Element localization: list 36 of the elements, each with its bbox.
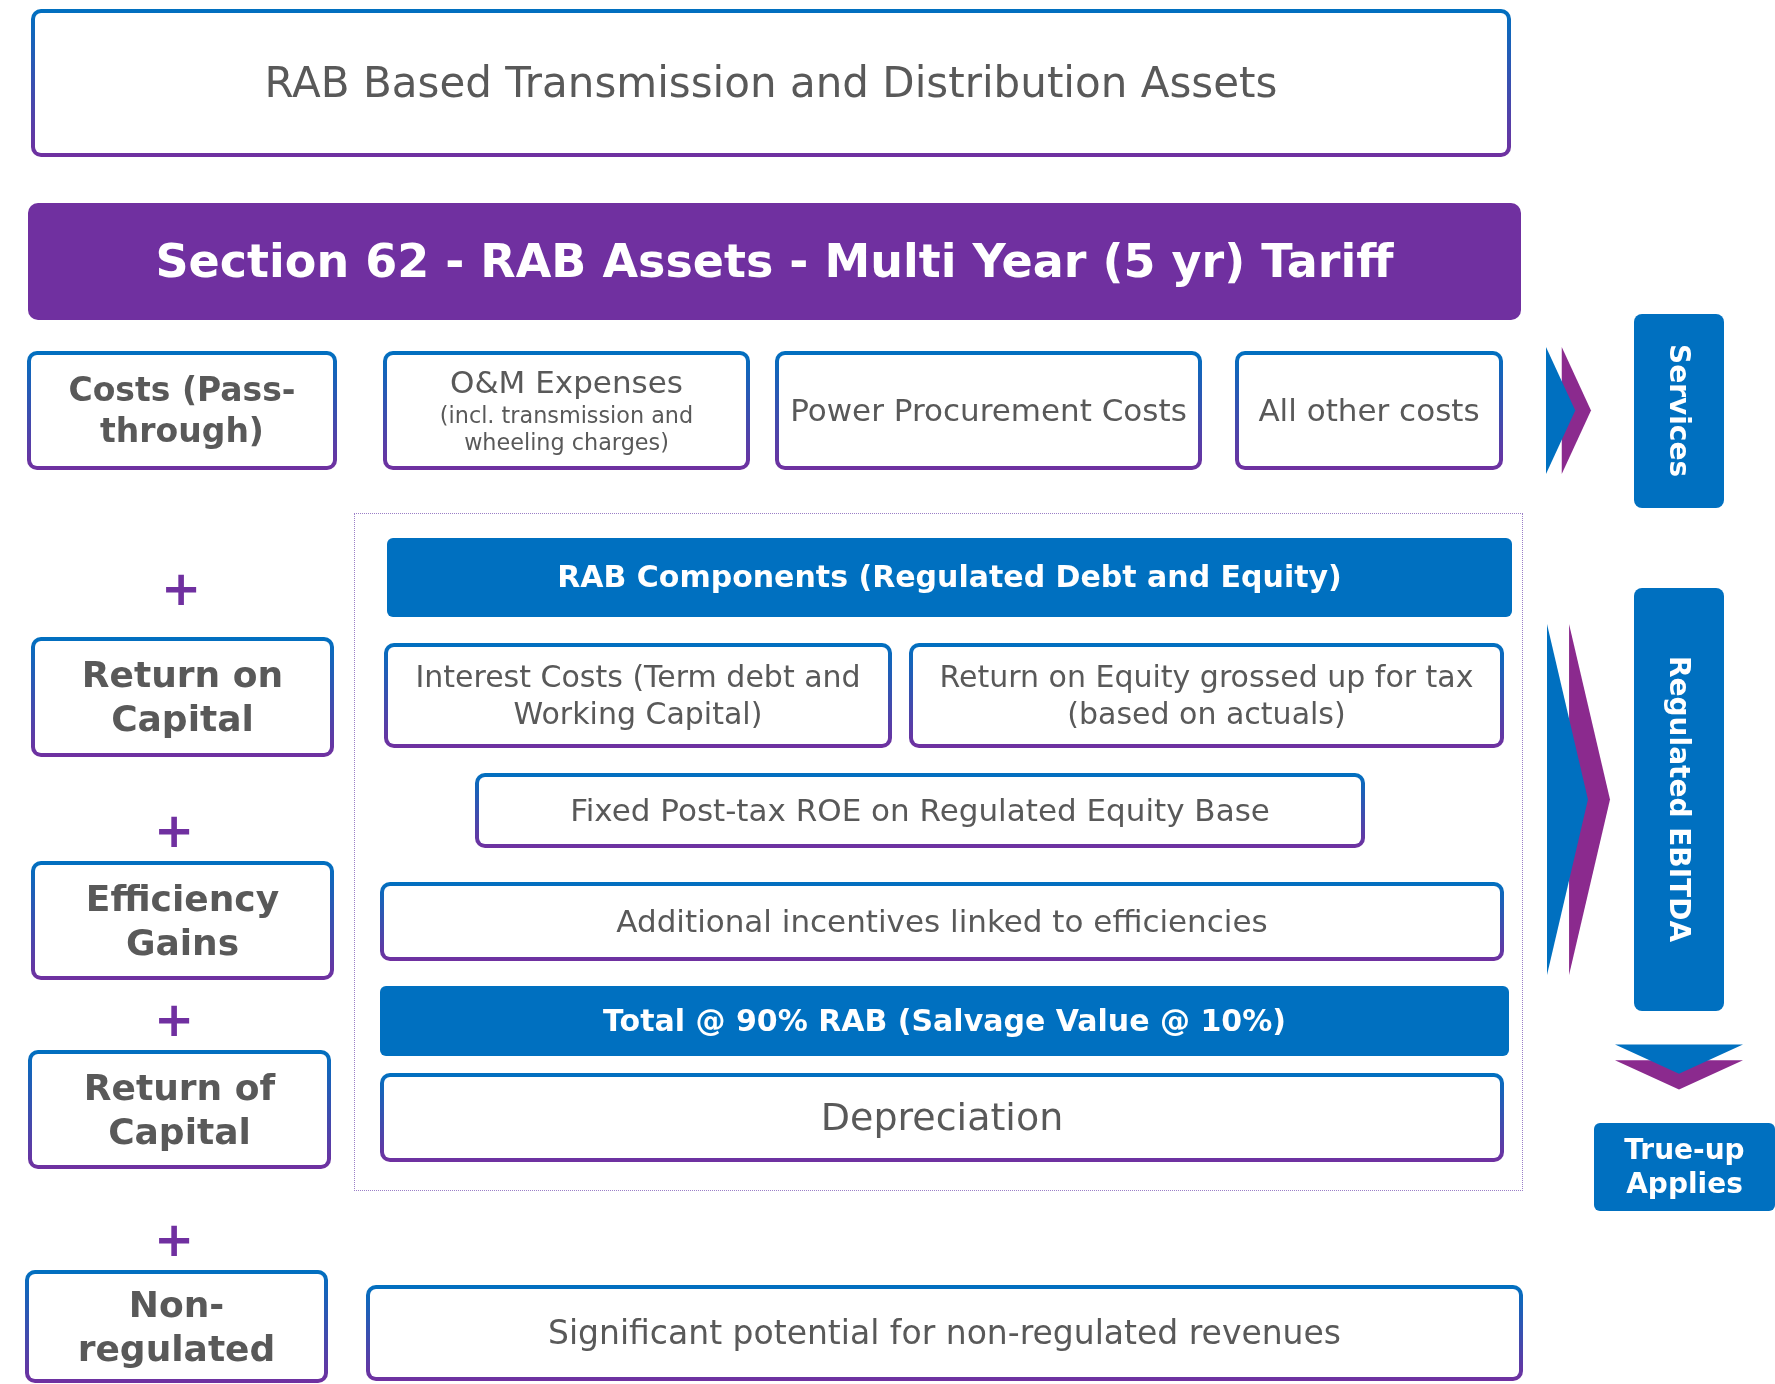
box-title: Significant potential for non-regulated revenues xyxy=(547,1312,1342,1354)
text-box xyxy=(380,986,1509,1056)
box-title: Depreciation xyxy=(820,1094,1064,1141)
box-title: All other costs xyxy=(1258,391,1480,430)
dotted-group-frame xyxy=(354,513,1523,1191)
box-title: Efficiency Gains xyxy=(84,876,281,965)
box-title: Fixed Post-tax ROE on Regulated Equity Base xyxy=(570,791,1270,830)
box-title: Additional incentives linked to efficiencies xyxy=(616,902,1268,941)
box-title: Power Procurement Costs xyxy=(790,391,1187,430)
category-tab xyxy=(1634,588,1724,1011)
plus-sign: + xyxy=(153,809,195,853)
box-title: RAB Based Transmission and Distribution Assets xyxy=(264,57,1278,109)
chevron-arrow xyxy=(1615,1044,1743,1090)
box-title: Section 62 - RAB Assets - Multi Year (5 yr) Tariff xyxy=(155,233,1394,290)
title-banner xyxy=(28,203,1521,320)
box-title: O&M Expenses xyxy=(450,363,683,402)
box-title: Return on Capital xyxy=(80,653,285,741)
tab-label: Regulated EBITDA xyxy=(1662,656,1697,943)
box-title: RAB Components (Regulated Debt and Equity) xyxy=(557,559,1342,596)
chevron-arrow xyxy=(1546,347,1591,474)
box-title: Total @ 90% RAB (Salvage Value @ 10%) xyxy=(603,1002,1286,1040)
plus-sign: + xyxy=(160,567,202,611)
box-title: Non-regulated xyxy=(76,1282,277,1371)
chevron-arrow xyxy=(1547,624,1610,975)
status-tab xyxy=(1594,1123,1775,1211)
plus-sign: + xyxy=(153,998,195,1042)
tab-label: Services xyxy=(1662,344,1697,478)
box-title: Return of Capital xyxy=(82,1065,277,1154)
box-title: Costs (Pass-through) xyxy=(67,370,297,451)
text-box xyxy=(387,538,1512,617)
box-title: True-up Applies xyxy=(1623,1132,1746,1202)
plus-sign: + xyxy=(153,1218,195,1262)
box-title: Interest Costs (Term debt and Working Capital) xyxy=(414,658,862,733)
box-title: Return on Equity grossed up for tax (based on actuals) xyxy=(938,658,1475,733)
box-note: (incl. transmission and wheeling charges) xyxy=(438,401,695,458)
category-tab xyxy=(1634,314,1724,508)
